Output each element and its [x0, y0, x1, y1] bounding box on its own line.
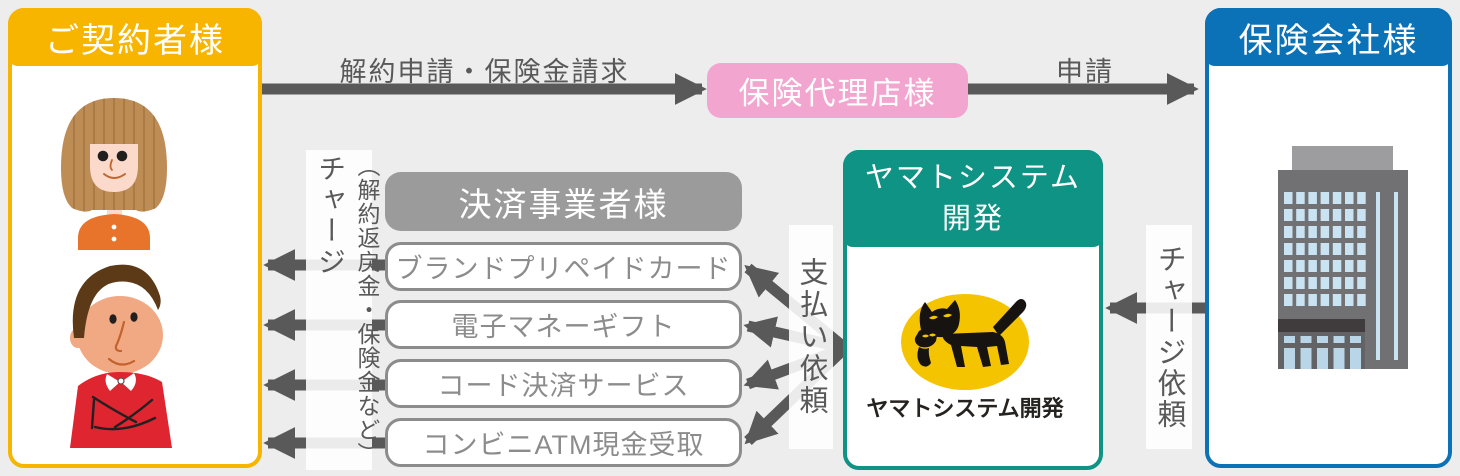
panel-yamato-title: ヤマトシステム 開発	[843, 150, 1103, 247]
payment-option-code-payment: コード決済サービス	[385, 359, 742, 408]
label-charge-sub: （解約返戻金・保険金など）	[354, 154, 380, 466]
label-charge-main: チャージ	[315, 154, 346, 278]
payment-option-emoney-gift: 電子マネーギフト	[385, 300, 742, 349]
building-icon	[1278, 146, 1408, 369]
building-windows	[1284, 192, 1366, 306]
panel-yamato-title-line1: ヤマトシステム	[864, 161, 1082, 194]
box-payment-provider: 決済事業者様	[385, 172, 742, 231]
woman-illustration	[61, 98, 167, 250]
panel-insurance-company-title: 保険会社様	[1205, 8, 1452, 66]
label-cancellation-claim: 解約申請・保険金請求	[339, 57, 630, 87]
panel-contractor-title: ご契約者様	[8, 8, 262, 66]
panel-yamato: ヤマトシステム 開発 ヤマトシステム開発	[843, 150, 1103, 470]
label-charge-payout: チャージ （解約返戻金・保険金など）	[306, 150, 380, 470]
yamato-cat-logo: ヤマトシステム開発	[866, 294, 1065, 421]
payment-option-atm-cash: コンビニATM現金受取	[385, 418, 742, 467]
panel-contractor: ご契約者様	[8, 8, 262, 468]
yamato-logo-text: ヤマトシステム開発	[866, 396, 1064, 421]
panel-insurance-company: 保険会社様	[1205, 8, 1452, 468]
contractor-people-illustration	[61, 98, 172, 448]
man-illustration	[70, 264, 172, 448]
payment-option-prepaid-card: ブランドプリペイドカード	[385, 242, 742, 291]
label-application: 申請	[1056, 57, 1114, 87]
box-agency: 保険代理店様	[707, 63, 968, 118]
label-payment-request: 支払い依頼	[789, 225, 833, 449]
label-charge-request: チャージ依頼	[1146, 225, 1192, 449]
panel-yamato-title-line2: 開発	[941, 202, 1004, 235]
